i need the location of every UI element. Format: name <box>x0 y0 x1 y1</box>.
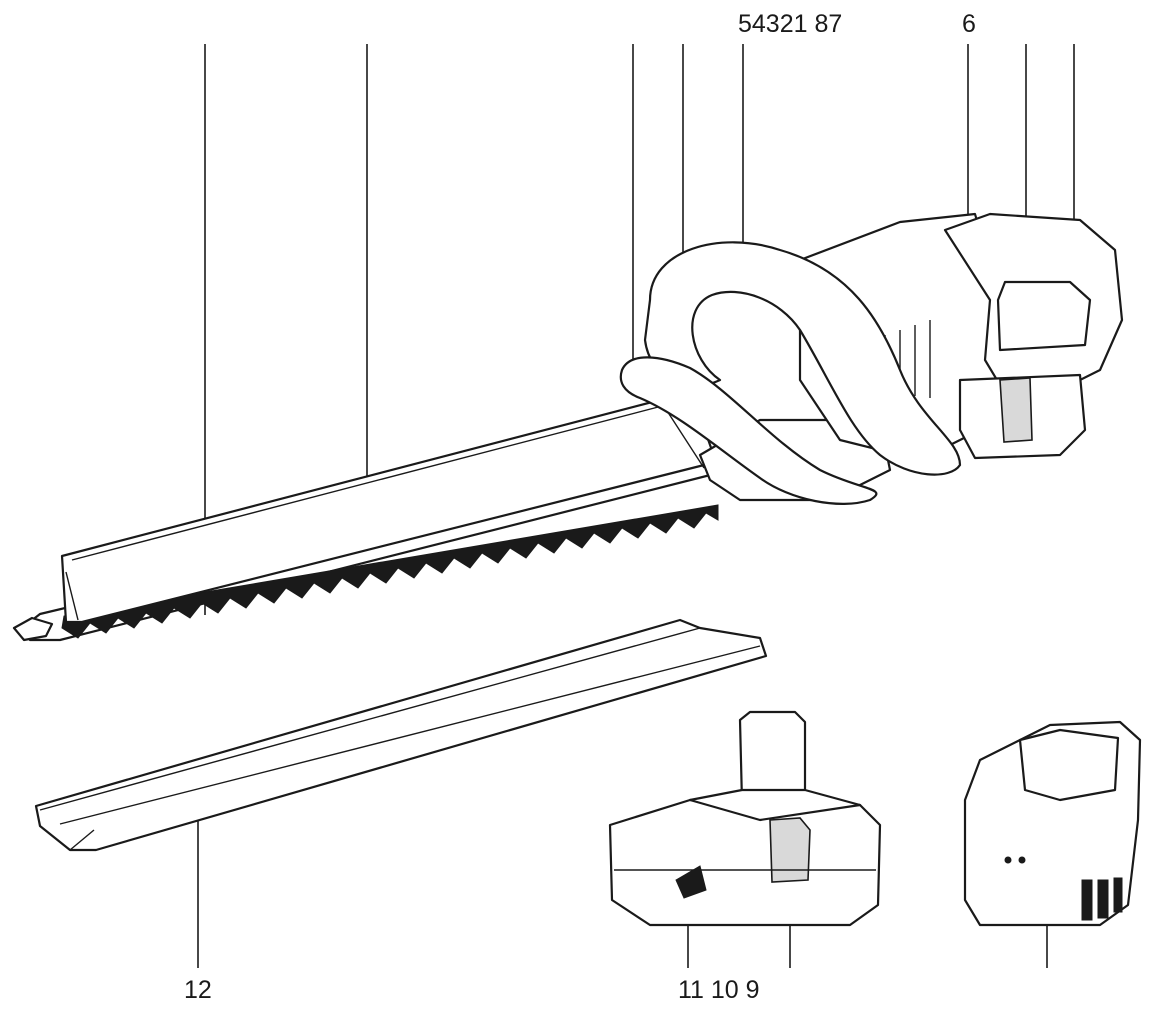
callout-bottom-twelve: 12 <box>184 976 212 1004</box>
battery-pack <box>608 710 882 927</box>
charger-led-2 <box>1018 856 1026 864</box>
battery-charger <box>963 720 1142 927</box>
battery-top-step <box>688 788 862 822</box>
blade-sheath <box>34 618 768 852</box>
callout-bottom-group: 11 10 9 <box>678 976 760 1004</box>
hand-guard <box>619 356 878 505</box>
battery-body <box>608 798 882 927</box>
battery-release-button <box>769 817 811 883</box>
front-handle <box>643 241 962 476</box>
charger-led-1 <box>1004 856 1012 864</box>
battery-top-tower <box>738 710 807 804</box>
rear-handle-opening <box>996 280 1092 352</box>
blade-guard <box>60 398 718 624</box>
callout-top-six: 6 <box>962 10 976 38</box>
hedge-trimmer <box>12 212 1124 642</box>
callout-top-group: 54321 87 <box>738 10 843 38</box>
charger-cup <box>1018 728 1120 802</box>
battery-latch <box>999 377 1033 443</box>
charger-vents <box>1081 877 1123 921</box>
